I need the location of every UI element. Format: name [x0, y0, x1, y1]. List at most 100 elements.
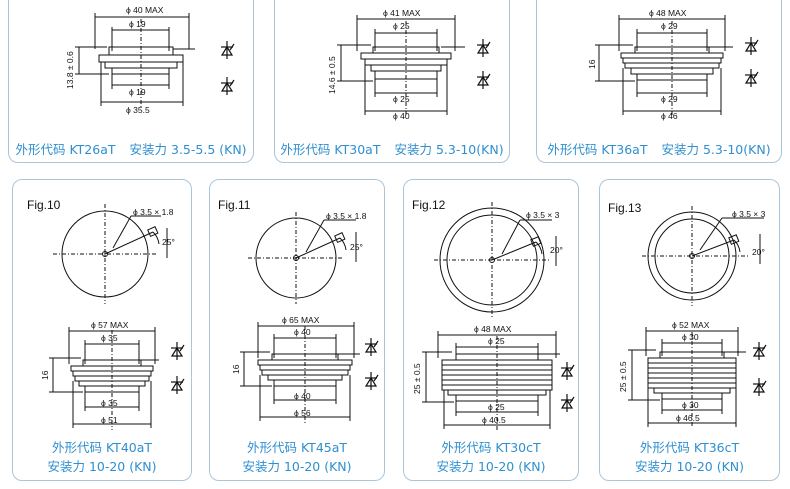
figure-label: Fig.11 — [218, 198, 251, 212]
force-value: 10-20 (KN) — [477, 459, 546, 474]
dim-max: ϕ 52 MAX — [672, 320, 710, 330]
force-label: 安装力 — [242, 459, 280, 474]
code-label: 外形代码 — [51, 440, 102, 455]
dim-height: 14.6 ± 0.5 — [327, 56, 337, 94]
angle-dim: 20° — [752, 247, 765, 257]
dim-outer: ϕ 40 — [393, 111, 410, 121]
thyristor-symbol-icon — [476, 71, 491, 89]
thyristor-symbol-icon — [220, 77, 235, 95]
force-label: 安装力 — [47, 459, 85, 474]
force-label: 安装力 — [661, 142, 699, 157]
code-value: KT26aT — [69, 142, 116, 157]
dim-inner-bottom: ϕ 25 — [488, 402, 505, 412]
dim-height: 16 — [40, 370, 50, 380]
card-kt36at: ϕ 48 MAX ϕ 29 ϕ 29 ϕ 46 16 外形代码 KT36aT 安… — [536, 0, 782, 163]
code-value: KT45aT — [300, 440, 348, 455]
dim-max: ϕ 48 MAX — [649, 8, 687, 18]
dim-inner-top: ϕ 35 — [101, 333, 118, 343]
code-label: 外形代码 — [441, 440, 492, 455]
dim-inner-top: ϕ 19 — [129, 19, 146, 29]
caption-kt30at: 外形代码 KT30aT 安装力 5.3-10(KN) — [275, 139, 509, 158]
thyristor-symbol-icon — [220, 41, 235, 59]
dim-outer: ϕ 46 — [661, 111, 678, 121]
dim-inner-top: ϕ 25 — [393, 21, 410, 31]
dim-max: ϕ 40 MAX — [126, 5, 164, 15]
caption-kt36at: 外形代码 KT36aT 安装力 5.3-10(KN) — [537, 139, 781, 158]
dim-inner-bottom: ϕ 19 — [129, 87, 146, 97]
code-value: KT30cT — [495, 440, 541, 455]
code-label: 外形代码 — [246, 440, 297, 455]
dim-outer: ϕ 40.5 — [482, 415, 506, 425]
outline-drawing-kt36ct: Fig.13 ϕ 3.5 × 3 20° — [608, 201, 767, 428]
code-label: 外形代码 — [547, 142, 598, 157]
thyristor-symbol-icon — [170, 376, 185, 394]
card-kt36ct: Fig.13 ϕ 3.5 × 3 20° — [599, 179, 780, 481]
outline-drawing-kt40at: Fig.10 ϕ 3.5 × 1.8 25° — [27, 198, 185, 430]
figure-label: Fig.12 — [412, 198, 446, 212]
dim-max: ϕ 65 MAX — [282, 315, 320, 325]
mounting-hole-dim: ϕ 3.5 × 1.8 — [133, 207, 174, 217]
thyristor-symbol-icon — [560, 394, 575, 412]
force-label: 安装力 — [394, 142, 432, 157]
dim-inner-bottom: ϕ 29 — [661, 94, 678, 104]
dim-height: 13.8 ± 0.6 — [65, 51, 75, 89]
code-value: KT30aT — [334, 142, 381, 157]
code-value: KT36cT — [693, 440, 740, 455]
force-value: 5.3-10(KN) — [435, 142, 504, 157]
dim-max: ϕ 41 MAX — [383, 8, 421, 18]
thyristor-symbol-icon — [364, 372, 379, 390]
force-value: 10-20 (KN) — [88, 459, 157, 474]
thyristor-symbol-icon — [752, 378, 767, 396]
mounting-hole-dim: ϕ 3.5 × 3 — [732, 209, 766, 219]
force-label: 安装力 — [129, 142, 168, 157]
outline-drawing-kt45at: Fig.11 ϕ 3.5 × 1.8 25° — [218, 198, 379, 424]
dim-height: 16 — [587, 59, 597, 69]
code-label: 外形代码 — [15, 142, 66, 157]
thyristor-symbol-icon — [560, 362, 575, 380]
force-label: 安装力 — [436, 459, 474, 474]
card-kt26at: ϕ 40 MAX ϕ 19 ϕ 19 ϕ 35.5 13.8 ± 0.6 外形代… — [8, 0, 254, 163]
dim-height: 25 ± 0.5 — [412, 363, 422, 394]
dim-inner-top: ϕ 29 — [661, 21, 678, 31]
thyristor-symbol-icon — [170, 342, 185, 360]
dim-outer: ϕ 56 — [294, 408, 311, 418]
dim-inner-bottom: ϕ 40 — [294, 391, 311, 401]
dim-inner-bottom: ϕ 35 — [101, 398, 118, 408]
mounting-hole-dim: ϕ 3.5 × 1.8 — [326, 211, 367, 221]
thyristor-symbol-icon — [744, 69, 759, 87]
thyristor-symbol-icon — [364, 338, 379, 356]
force-value: 5.3-10(KN) — [702, 142, 771, 157]
caption-kt30ct: 外形代码 KT30cT 安装力 10-20 (KN) — [404, 438, 578, 476]
dim-max: ϕ 48 MAX — [474, 324, 512, 334]
dim-height: 25 ± 0.5 — [618, 361, 628, 392]
caption-kt26at: 外形代码 KT26aT 安装力 3.5-5.5 (KN) — [9, 139, 253, 158]
force-value: 3.5-5.5 (KN) — [171, 142, 247, 157]
figure-label: Fig.10 — [27, 198, 61, 212]
dim-outer: ϕ 35.5 — [126, 105, 150, 115]
thyristor-symbol-icon — [744, 37, 759, 55]
angle-dim: 20° — [550, 245, 563, 255]
caption-kt40at: 外形代码 KT40aT 安装力 10-20 (KN) — [13, 438, 191, 476]
figure-label: Fig.13 — [608, 201, 642, 215]
dim-inner-top: ϕ 25 — [488, 336, 505, 346]
caption-kt36ct: 外形代码 KT36cT 安装力 10-20 (KN) — [600, 438, 779, 476]
caption-kt45at: 外形代码 KT45aT 安装力 10-20 (KN) — [210, 438, 384, 476]
force-value: 10-20 (KN) — [283, 459, 352, 474]
thyristor-symbol-icon — [752, 342, 767, 360]
card-kt40at: Fig.10 ϕ 3.5 × 1.8 25° — [12, 179, 192, 481]
dim-height: 16 — [231, 364, 241, 374]
outline-drawing-kt26at: ϕ 40 MAX ϕ 19 ϕ 19 ϕ 35.5 13.8 ± 0.6 — [65, 5, 235, 115]
mounting-hole-dim: ϕ 3.5 × 3 — [526, 210, 560, 220]
dim-outer: ϕ 46.5 — [676, 413, 700, 423]
thyristor-symbol-icon — [476, 39, 491, 57]
outline-drawing-kt30ct: Fig.12 ϕ 3.5 × 3 20° — [412, 198, 575, 430]
card-kt30ct: Fig.12 ϕ 3.5 × 3 20° — [403, 179, 579, 481]
code-label: 外形代码 — [280, 142, 331, 157]
card-kt45at: Fig.11 ϕ 3.5 × 1.8 25° — [209, 179, 385, 481]
code-value: KT40aT — [105, 440, 153, 455]
code-label: 外形代码 — [639, 440, 690, 455]
outline-drawing-kt30at: ϕ 41 MAX ϕ 25 ϕ 25 ϕ 40 14.6 ± 0.5 — [327, 8, 491, 121]
force-label: 安装力 — [634, 459, 673, 474]
angle-dim: 25° — [162, 237, 175, 247]
card-kt30at: ϕ 41 MAX ϕ 25 ϕ 25 ϕ 40 14.6 ± 0.5 外形代码 … — [274, 0, 510, 163]
